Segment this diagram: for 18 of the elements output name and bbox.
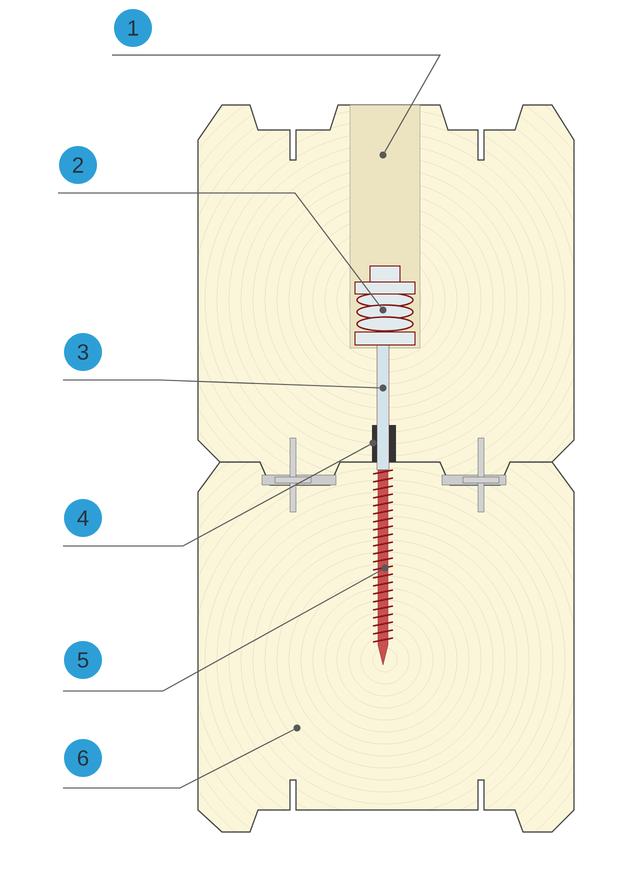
leader-line: [63, 729, 294, 789]
callout-number: 1: [114, 9, 152, 47]
target-dot: [382, 564, 388, 572]
callout-number: 6: [64, 739, 102, 777]
leader-line: [63, 379, 380, 388]
target-dot: [380, 152, 386, 158]
leader-line: [63, 569, 382, 692]
callout-number: 4: [64, 499, 102, 537]
leader-line: [112, 54, 441, 152]
callout-number: 2: [59, 146, 97, 184]
target-dot: [380, 384, 386, 392]
leader-line: [58, 192, 382, 308]
callout-number: 5: [64, 641, 102, 679]
target-dot: [370, 440, 376, 446]
leader-line: [63, 444, 370, 547]
target-dot: [380, 306, 386, 314]
callout-number: 3: [64, 333, 102, 371]
target-dot: [294, 724, 300, 732]
